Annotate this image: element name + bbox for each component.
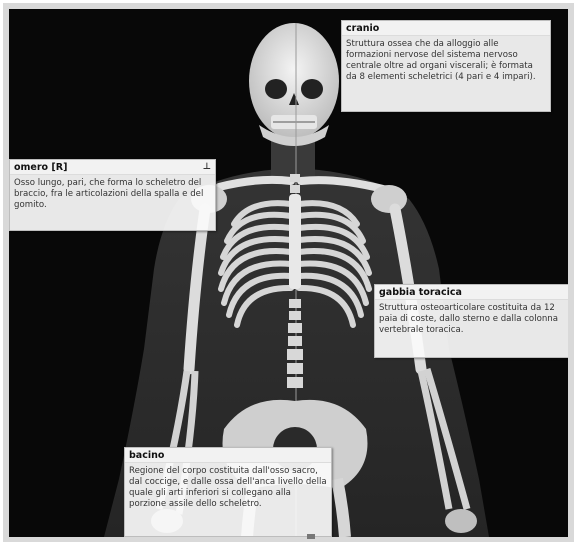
callout-omero-tag: [R] <box>51 162 67 173</box>
callout-cranio-title: cranio <box>342 21 550 36</box>
callout-bacino-title: bacino <box>125 448 331 463</box>
callout-omero-header: omero [R] ⊥ <box>10 160 215 175</box>
callout-gabbia-text: Struttura osteoarticolare costituita da … <box>375 300 568 340</box>
callout-bacino[interactable]: bacino Regione del corpo costituita dall… <box>124 447 332 537</box>
pin-icon[interactable]: ⊥ <box>203 162 211 172</box>
callout-cranio[interactable]: cranio Struttura ossea che da alloggio a… <box>341 20 551 112</box>
callout-gabbia-title: gabbia toracica <box>375 285 568 300</box>
resize-handle[interactable] <box>307 534 315 539</box>
callout-gabbia-toracica[interactable]: gabbia toracica Struttura osteoarticolar… <box>374 284 568 358</box>
callout-bacino-text: Regione del corpo costituita dall'osso s… <box>125 463 331 514</box>
callout-omero-text: Osso lungo, pari, che forma lo scheletro… <box>10 175 215 215</box>
callout-cranio-text: Struttura ossea che da alloggio alle for… <box>342 36 550 87</box>
callout-omero[interactable]: omero [R] ⊥ Osso lungo, pari, che forma … <box>9 159 216 231</box>
anatomy-viewer[interactable]: cranio Struttura ossea che da alloggio a… <box>9 9 568 537</box>
callout-omero-title: omero <box>14 162 48 173</box>
